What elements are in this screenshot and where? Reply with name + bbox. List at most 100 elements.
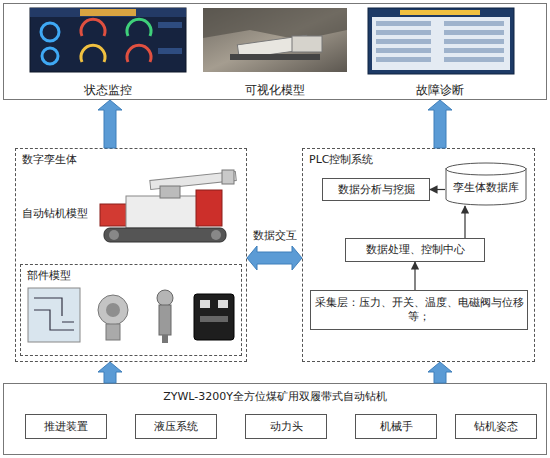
cylinder-top: [446, 163, 526, 175]
container-panel: 状态监控可视化模型故障诊断: [3, 3, 547, 100]
switch-slot: [200, 316, 228, 322]
switch-key: [218, 300, 228, 308]
screenshot-panel: 可视化模型: [199, 7, 351, 98]
box-text: 采集层：压力、开关、温度、电磁阀与位移等；: [311, 296, 527, 324]
drill-cab: [292, 36, 322, 52]
drill-mast: [150, 172, 236, 190]
drill-head: [222, 170, 234, 184]
diagnosis-screenshot: [368, 8, 514, 74]
power-unit: [100, 204, 130, 226]
gauge-symbol: [41, 23, 59, 41]
component-illustrations: [28, 288, 234, 343]
block-arrow: [98, 100, 122, 148]
part-box: 钻机姿态: [455, 414, 537, 439]
group-box: 部件模型数字孪生体: [15, 148, 247, 362]
block-arrow: [428, 362, 452, 383]
model-screenshot: [203, 8, 347, 72]
screen-field: [158, 22, 182, 28]
connector-layer: [98, 100, 465, 383]
group-box: 数据分析与挖掘 孪生体数据库数据处理、控制中心采集层：压力、开关、温度、电磁阀与位…: [302, 148, 535, 362]
component-group: 部件模型: [20, 264, 242, 356]
photo-frame: [203, 8, 347, 72]
part-box: 机械手: [355, 414, 437, 439]
heading-text: 故障诊断: [364, 83, 516, 97]
form-row: [444, 30, 504, 35]
block-arrow: [247, 246, 302, 270]
rotation-unit: [160, 186, 180, 198]
form-row: [444, 57, 504, 62]
form-row: [444, 48, 504, 53]
gauge-symbol: [81, 19, 105, 36]
process-box: 数据分析与挖掘: [322, 178, 430, 201]
drill-track: [230, 54, 320, 60]
gauge-symbol: [127, 19, 151, 36]
screenshot-panel: 状态监控: [28, 7, 188, 98]
switch-key: [200, 300, 210, 308]
gauge-symbol: [81, 45, 105, 62]
track-wheel: [109, 230, 119, 240]
form-row: [376, 48, 431, 53]
schematic-lines: [34, 298, 74, 330]
screen-header: [30, 8, 186, 17]
box-text: 钻机姿态: [474, 420, 518, 434]
screen-field: [158, 48, 182, 54]
database-cylinder: 孪生体数据库: [445, 162, 527, 206]
drill-illustration: [100, 170, 236, 242]
crawler-track: [104, 228, 226, 242]
form-row: [376, 57, 431, 62]
screen-frame: [30, 8, 186, 72]
form-rows: [376, 21, 504, 62]
heading-text: 数字孪生体: [22, 153, 77, 167]
block-arrow: [98, 362, 122, 383]
track-wheel: [211, 230, 221, 240]
switch-box: [194, 294, 234, 340]
gauge-symbol: [42, 48, 58, 64]
schematic-panel: [28, 288, 80, 342]
pressure-sensor: [162, 335, 168, 343]
part-box: 液压系统: [135, 414, 217, 439]
process-box: 采集层：压力、开关、温度、电磁阀与位移等；: [310, 290, 528, 330]
monitor-screenshot: [30, 8, 186, 72]
form-row: [376, 30, 431, 35]
pressure-sensor: [157, 290, 173, 306]
sensor-symbol: [98, 295, 128, 325]
screen-frame: [368, 8, 514, 74]
heading-text: 可视化模型: [199, 83, 351, 97]
box-text: 推进装置: [44, 420, 88, 434]
drill-body: [237, 35, 308, 59]
part-box: 推进装置: [25, 414, 107, 439]
flow-arrow: [430, 189, 445, 190]
screenshot-panel: 故障诊断: [364, 7, 516, 98]
flow-arrow: [464, 206, 465, 238]
machine-body: [126, 196, 198, 228]
heading-text: PLC控制系统: [309, 153, 373, 167]
process-box: 数据处理、控制中心: [345, 238, 485, 262]
box-text: 数据分析与挖掘: [338, 183, 415, 197]
screen-title-bar: [80, 9, 136, 16]
control-cabinet: [196, 190, 222, 226]
heading-text: 部件模型: [27, 269, 71, 283]
box-text: 液压系统: [154, 420, 198, 434]
box-text: 机械手: [380, 420, 413, 434]
pressure-sensor: [159, 305, 171, 335]
form-row: [444, 39, 504, 44]
block-arrow: [428, 100, 452, 148]
sensor-symbol: [106, 303, 120, 317]
screen-title-bar: [400, 10, 480, 15]
flow-arrow: [414, 262, 415, 290]
form-area: [372, 17, 510, 70]
gauge-symbol: [127, 45, 151, 62]
form-row: [376, 39, 431, 44]
part-box: 动力头: [245, 414, 327, 439]
heading-text: ZYWL-3200Y全方位煤矿用双履带式自动钻机: [4, 390, 546, 404]
box-text: 孪生体数据库: [453, 181, 519, 195]
part-label: 自动钻机模型: [22, 206, 88, 221]
box-text: 数据处理、控制中心: [366, 243, 465, 257]
machine-panel: 推进装置 液压系统 动力头 机械手 钻机姿态 ZYWL-3200Y全方位煤矿用双履带式自动…: [3, 383, 547, 455]
form-row: [376, 21, 431, 26]
form-row: [444, 21, 504, 26]
heading-text: 状态监控: [28, 83, 188, 97]
box-text: 动力头: [270, 420, 303, 434]
